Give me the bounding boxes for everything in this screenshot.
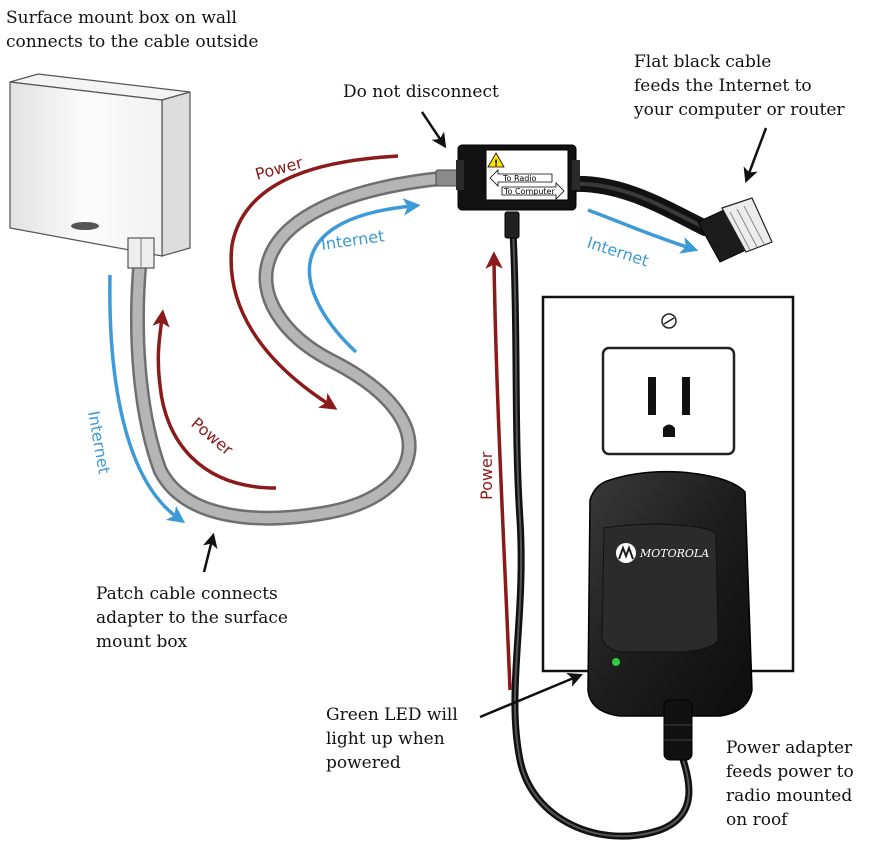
outlet-face — [601, 346, 736, 456]
injector-box: ! To Radio To Computer — [456, 144, 580, 211]
caption-green-led: Green LED will light up when powered — [326, 705, 458, 773]
caption-surface-box: Surface mount box on wall connects to th… — [6, 8, 259, 52]
power-adapter: MOTOROLA — [587, 470, 753, 761]
power-label-top: Power — [253, 153, 305, 184]
caption-patch-cable: Patch cable connects adapter to the surf… — [96, 584, 288, 652]
rj45-connector — [697, 197, 773, 263]
svg-text:!: ! — [494, 159, 498, 169]
caption-do-not-disconnect: Do not disconnect — [343, 82, 499, 102]
internet-label-left: Internet — [84, 409, 114, 475]
power-lead-cable — [504, 211, 693, 840]
to-radio-label: To Radio — [502, 174, 537, 183]
green-led-indicator — [612, 658, 620, 666]
surface-mount-box — [9, 73, 191, 257]
internet-label-right: Internet — [585, 233, 651, 271]
to-computer-label: To Computer — [503, 187, 555, 196]
power-label-vertical: Power — [477, 451, 496, 500]
caption-power-adapter: Power adapter feeds power to radio mount… — [726, 738, 854, 830]
warning-icon — [487, 152, 505, 168]
callout-arrows — [202, 111, 768, 719]
patch-cable — [127, 169, 461, 526]
caption-flat-cable: Flat black cable feeds the Internet to y… — [634, 52, 845, 120]
flat-black-cable — [564, 175, 713, 236]
power-label-patch: Power — [187, 414, 237, 460]
motorola-logo-icon — [616, 543, 636, 563]
adapter-brand-label: MOTOROLA — [639, 547, 709, 560]
